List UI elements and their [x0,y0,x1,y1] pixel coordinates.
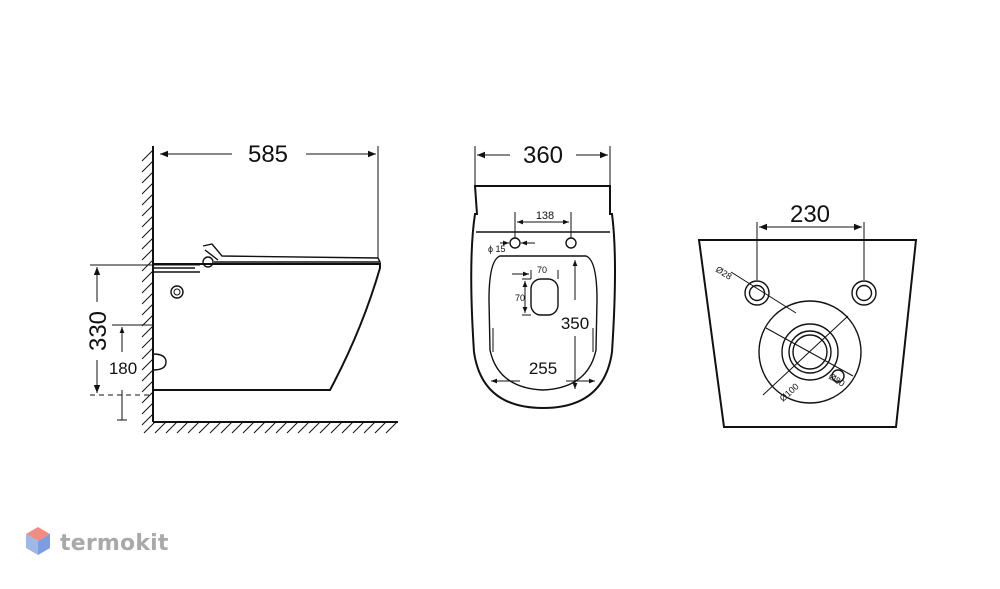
wall-hatch [141,149,154,426]
floor-hatch-stroke [363,421,376,434]
floor-hatch-stroke [308,421,321,434]
floor-hatch-stroke [154,421,167,434]
inlet-inner-circle [173,288,181,296]
stud-hole-left-inner [748,284,766,302]
floor-hatch-stroke [374,421,387,434]
wall-hatch-stroke [141,413,154,426]
floor-hatch-stroke [242,421,255,434]
hole-diameter-label: ϕ 15 [488,244,506,254]
hole-spacing-label: 138 [536,210,554,222]
wall-hatch-stroke [141,380,154,393]
stud-diameter-leader [730,271,797,314]
outlet-small-hole [831,369,845,383]
wall-hatch-stroke [141,369,154,382]
floor-hatch-stroke [176,421,189,434]
side-view: 585 330 180 [85,141,398,434]
outlet-outer-label: Ø100 [778,381,801,403]
mounting-hole-right [565,237,577,249]
wall-hatch-stroke [141,391,154,404]
toilet-body-side [153,263,381,391]
floor-hatch-stroke [319,421,332,434]
floor-hatch-stroke [264,421,277,434]
brand-hexagon-icon [26,527,50,555]
wall-hatch-stroke [141,204,154,217]
wall-hatch-stroke [141,149,154,162]
floor-hatch-stroke [220,421,233,434]
floor-hatch-stroke [286,421,299,434]
wall-hatch-stroke [141,182,154,195]
brand-name: termokit [60,530,169,556]
outlet-outer-ring [758,300,862,404]
wall-hatch-stroke [141,347,154,360]
floor-hatch-stroke [143,421,156,434]
stud-hole-right [851,280,877,306]
wall-hatch-stroke [141,171,154,184]
wall-hatch-stroke [141,358,154,371]
wall-hatch-stroke [141,402,154,415]
stud-diameter-label: Ø28 [714,264,734,281]
outlet-inner-leader [765,327,854,377]
floor-hatch-stroke [209,421,222,434]
floor-hatch-stroke [165,421,178,434]
floor-hatch [143,421,398,434]
floor-hatch-stroke [341,421,354,434]
top-width-label: 360 [523,142,563,169]
length-label: 350 [561,314,589,333]
wall-hatch-stroke [141,325,154,338]
inlet-circle [170,285,184,299]
floor-hatch-stroke [187,421,200,434]
opening-height-label: 70 [515,293,525,303]
mounting-hole-left [509,237,521,249]
wall-hatch-stroke [141,215,154,228]
wall-hatch-stroke [141,292,154,305]
floor-hatch-stroke [330,421,343,434]
outlet-outer-leader [762,315,849,396]
rear-outline [697,239,918,428]
outlet-ring-3 [788,330,832,374]
outlet-side [152,353,167,371]
wall-hatch-stroke [141,281,154,294]
opening-width-label: 70 [537,265,547,275]
wall-hatch-stroke [141,303,154,316]
wall-hatch-stroke [141,314,154,327]
wall-hatch-stroke [141,248,154,261]
floor-hatch-stroke [253,421,266,434]
wall-hatch-stroke [141,160,154,173]
floor-hatch-stroke [275,421,288,434]
floor-hatch-stroke [231,421,244,434]
seat-hinge-circle [202,256,214,268]
floor-hatch-stroke [198,421,211,434]
brand-logo: termokit [24,525,169,561]
height-label: 330 [85,311,112,351]
wall-hatch-stroke [141,336,154,349]
outlet-height-label: 180 [109,359,137,378]
rear-view: 230 Ø28 Ø100 Ø80 [697,201,918,428]
lid-hinge-detail [204,249,219,261]
floor-hatch-stroke [385,421,398,434]
wall-hatch-stroke [141,193,154,206]
wall-hatch-stroke [141,226,154,239]
bowl-rim-top [488,255,598,391]
stud-hole-left [744,280,770,306]
toilet-outline-top [470,185,616,410]
seat-lid-side [202,243,382,263]
stud-hole-right-inner [855,284,873,302]
drain-opening [530,278,559,316]
outlet-ring-2 [781,323,839,381]
wall-hatch-stroke [141,270,154,283]
top-view: 138 ϕ 15 70 70 350 255 360 [470,142,616,410]
floor-hatch-stroke [297,421,310,434]
outlet-inner-ring [792,334,828,370]
stud-spacing-label: 230 [790,201,830,228]
bowl-width-label: 255 [529,359,557,378]
floor-hatch-stroke [352,421,365,434]
width-label: 585 [248,141,288,168]
wall-hatch-stroke [141,237,154,250]
